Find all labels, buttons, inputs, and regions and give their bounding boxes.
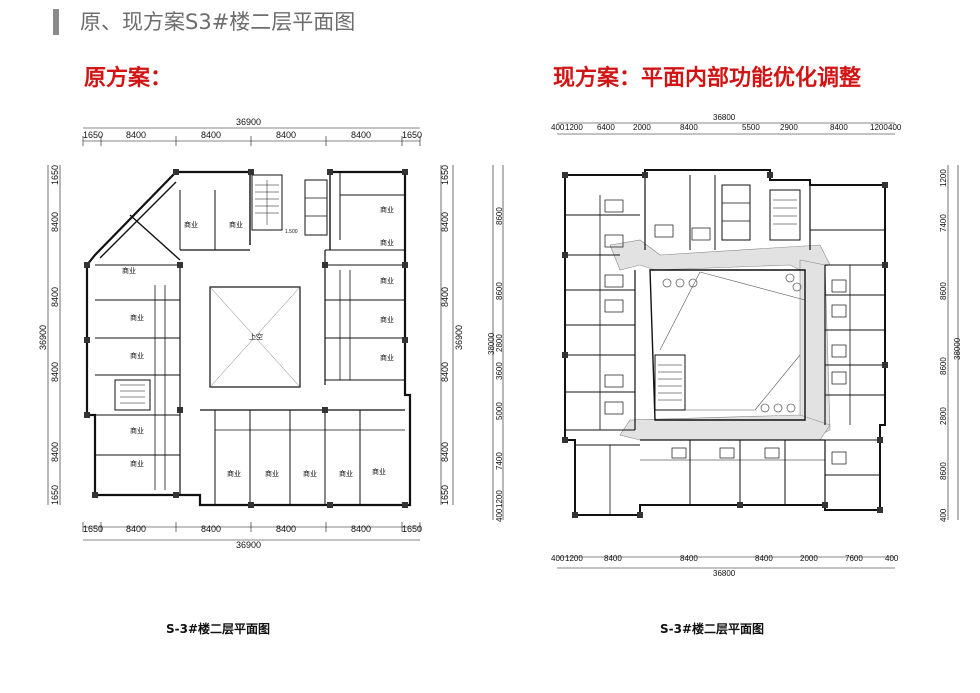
dim-bottom: 8400 xyxy=(126,524,146,534)
original-dimensions: 36900 1650 8400 8400 8400 8400 1650 1650… xyxy=(38,117,464,550)
dim-bottom: 400 xyxy=(885,554,899,563)
dim-top: 6400 xyxy=(597,123,615,132)
dim-total-top: 36900 xyxy=(236,117,261,127)
dim-right-total: 38000 xyxy=(953,337,962,360)
dim-top: 8400 xyxy=(680,123,698,132)
dim-left-total: 38000 xyxy=(487,332,496,355)
dim-left: 8400 xyxy=(50,212,60,232)
room-label: 商业 xyxy=(122,266,136,275)
room-label: 商业 xyxy=(380,353,394,362)
dim-left-total: 36900 xyxy=(38,325,48,350)
dim-bottom: 8400 xyxy=(604,554,622,563)
dim-right: 2800 xyxy=(939,407,948,425)
room-label: 商业 xyxy=(265,469,279,478)
dim-total-bottom: 36900 xyxy=(236,540,261,550)
room-label: 商业 xyxy=(380,205,394,214)
dim-top: 400 xyxy=(888,123,902,132)
dim-right: 1650 xyxy=(440,165,450,185)
dim-left: 8600 xyxy=(495,207,504,225)
dim-top: 2000 xyxy=(633,123,651,132)
dim-bottom: 1200 xyxy=(565,554,583,563)
dim-right: 1200 xyxy=(939,169,948,187)
room-label: 商业 xyxy=(380,276,394,285)
room-label: 商业 xyxy=(372,467,386,476)
level-label: 1.500 xyxy=(285,229,298,235)
dim-left: 8400 xyxy=(50,442,60,462)
dim-right: 8400 xyxy=(440,212,450,232)
dim-left: 3600 xyxy=(495,362,504,380)
dim-bottom: 8400 xyxy=(201,524,221,534)
revised-plan-heading: 现方案：平面内部功能优化调整 xyxy=(553,66,862,91)
dim-left: 7400 xyxy=(495,452,504,470)
room-label: 商业 xyxy=(339,469,353,478)
dim-top: 8400 xyxy=(351,130,371,140)
original-plan-heading: 原方案： xyxy=(84,66,173,91)
original-plan-caption: S-3#楼二层平面图 xyxy=(166,622,271,636)
dim-right: 8400 xyxy=(440,442,450,462)
revised-dimensions: 36800 400 1200 6400 2000 8400 5500 2900 … xyxy=(487,113,962,578)
dim-right: 7400 xyxy=(939,214,948,232)
dim-right: 8600 xyxy=(939,357,948,375)
dim-top: 400 xyxy=(551,123,565,132)
slide-title: 原、现方案S3#楼二层平面图 xyxy=(80,10,356,34)
dim-left: 1650 xyxy=(50,485,60,505)
dim-top: 1650 xyxy=(402,130,422,140)
dim-bottom: 8400 xyxy=(680,554,698,563)
room-label: 商业 xyxy=(303,469,317,478)
dim-top: 8400 xyxy=(276,130,296,140)
dim-total-bottom: 36800 xyxy=(713,569,736,578)
room-label: 商业 xyxy=(380,238,394,247)
dim-top: 8400 xyxy=(830,123,848,132)
room-label: 商业 xyxy=(130,313,144,322)
dim-left: 8400 xyxy=(50,287,60,307)
dim-right: 8600 xyxy=(939,282,948,300)
dim-left: 8400 xyxy=(50,362,60,382)
dim-bottom: 2000 xyxy=(800,554,818,563)
dim-right: 400 xyxy=(939,508,948,522)
void-label: 上空 xyxy=(249,332,263,341)
dim-top: 1200 xyxy=(870,123,888,132)
dim-bottom: 8400 xyxy=(276,524,296,534)
dim-bottom: 8400 xyxy=(351,524,371,534)
title-accent-bar xyxy=(53,9,59,35)
room-label: 商业 xyxy=(227,469,241,478)
dim-left: 2800 xyxy=(495,334,504,352)
dim-top: 1200 xyxy=(565,123,583,132)
room-label: 商业 xyxy=(130,426,144,435)
dim-bottom: 1650 xyxy=(83,524,103,534)
dim-top: 1650 xyxy=(83,130,103,140)
dim-left: 1200 xyxy=(495,490,504,508)
dim-top: 2900 xyxy=(780,123,798,132)
dim-left: 5000 xyxy=(495,402,504,420)
original-floor-plan xyxy=(47,127,454,541)
dim-right: 8400 xyxy=(440,287,450,307)
dim-left: 400 xyxy=(495,508,504,522)
dim-right-total: 36900 xyxy=(454,325,464,350)
room-label: 商业 xyxy=(380,315,394,324)
revised-floor-plan xyxy=(492,122,959,569)
original-room-labels: 商业 商业 商业 商业 商业 商业 商业 商业 商业 商业 商业 商业 商业 商… xyxy=(122,205,394,478)
dim-top: 8400 xyxy=(201,130,221,140)
dim-right: 8600 xyxy=(939,462,948,480)
dim-top: 5500 xyxy=(742,123,760,132)
room-label: 商业 xyxy=(229,220,243,229)
dim-bottom: 8400 xyxy=(755,554,773,563)
room-label: 商业 xyxy=(130,351,144,360)
dim-bottom: 1650 xyxy=(402,524,422,534)
dim-right: 1650 xyxy=(440,485,450,505)
dim-total-top: 36800 xyxy=(713,113,736,122)
dim-left: 1650 xyxy=(50,165,60,185)
room-label: 商业 xyxy=(184,220,198,229)
revised-plan-caption: S-3#楼二层平面图 xyxy=(660,622,765,636)
dim-right: 8400 xyxy=(440,362,450,382)
dim-bottom: 7600 xyxy=(845,554,863,563)
dim-bottom: 400 xyxy=(551,554,565,563)
room-label: 商业 xyxy=(130,459,144,468)
dim-left: 8600 xyxy=(495,282,504,300)
dim-top: 8400 xyxy=(126,130,146,140)
